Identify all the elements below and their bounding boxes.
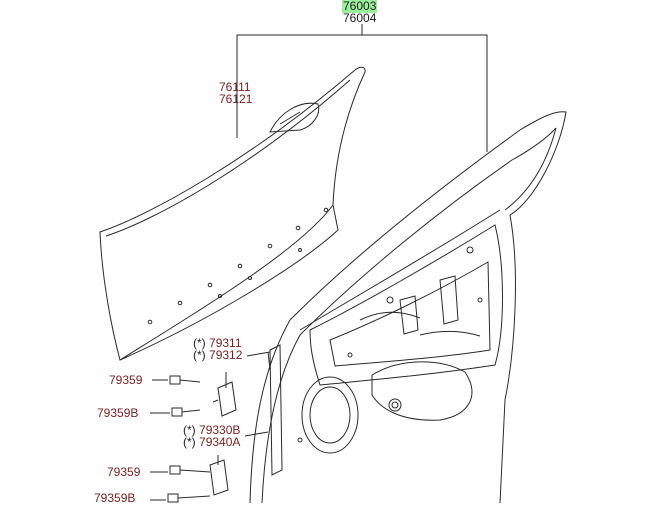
bolt-part-number-d[interactable]: 79359B xyxy=(94,491,136,505)
hinge-part-number-b-value: 79312 xyxy=(209,348,243,362)
skin-part-number-a[interactable]: 76111 xyxy=(219,80,251,94)
bolt-part-number-a[interactable]: 79359 xyxy=(109,373,143,387)
assembly-leader xyxy=(236,24,488,152)
hinge-part-number-c[interactable]: (*) 79330B xyxy=(183,424,240,437)
bolt-2 xyxy=(171,407,201,417)
hinge-lower xyxy=(209,455,229,496)
hinge-part-number-c-value: 79330B xyxy=(199,423,241,437)
label-leaders xyxy=(150,351,271,501)
door-outer-skin xyxy=(99,66,366,361)
hinge-upper xyxy=(212,372,237,417)
replacement-marker: (*) xyxy=(193,348,206,362)
hinge-part-number-b[interactable]: (*) 79312 xyxy=(193,349,242,362)
replacement-marker: (*) xyxy=(183,435,196,449)
hinge-part-number-a-value: 79311 xyxy=(209,336,242,350)
door-inner-frame xyxy=(249,111,567,503)
bolt-3 xyxy=(169,465,211,475)
assembly-part-number-highlighted[interactable]: 76003 xyxy=(342,0,378,13)
hinge-part-number-d[interactable]: (*) 79340A xyxy=(183,436,240,449)
replacement-marker: (*) xyxy=(193,336,206,350)
bolt-part-number-c[interactable]: 79359 xyxy=(107,465,141,479)
bolt-part-number-b[interactable]: 79359B xyxy=(97,406,139,420)
skin-part-number-b[interactable]: 76121 xyxy=(219,92,253,106)
hinge-part-number-a[interactable]: (*) 79311 xyxy=(193,337,242,350)
replacement-marker: (*) xyxy=(183,423,196,437)
hinge-part-number-d-value: 79340A xyxy=(199,435,241,449)
assembly-part-number[interactable]: 76004 xyxy=(343,11,377,25)
bolt-1 xyxy=(169,375,201,385)
bolt-4 xyxy=(167,493,211,503)
